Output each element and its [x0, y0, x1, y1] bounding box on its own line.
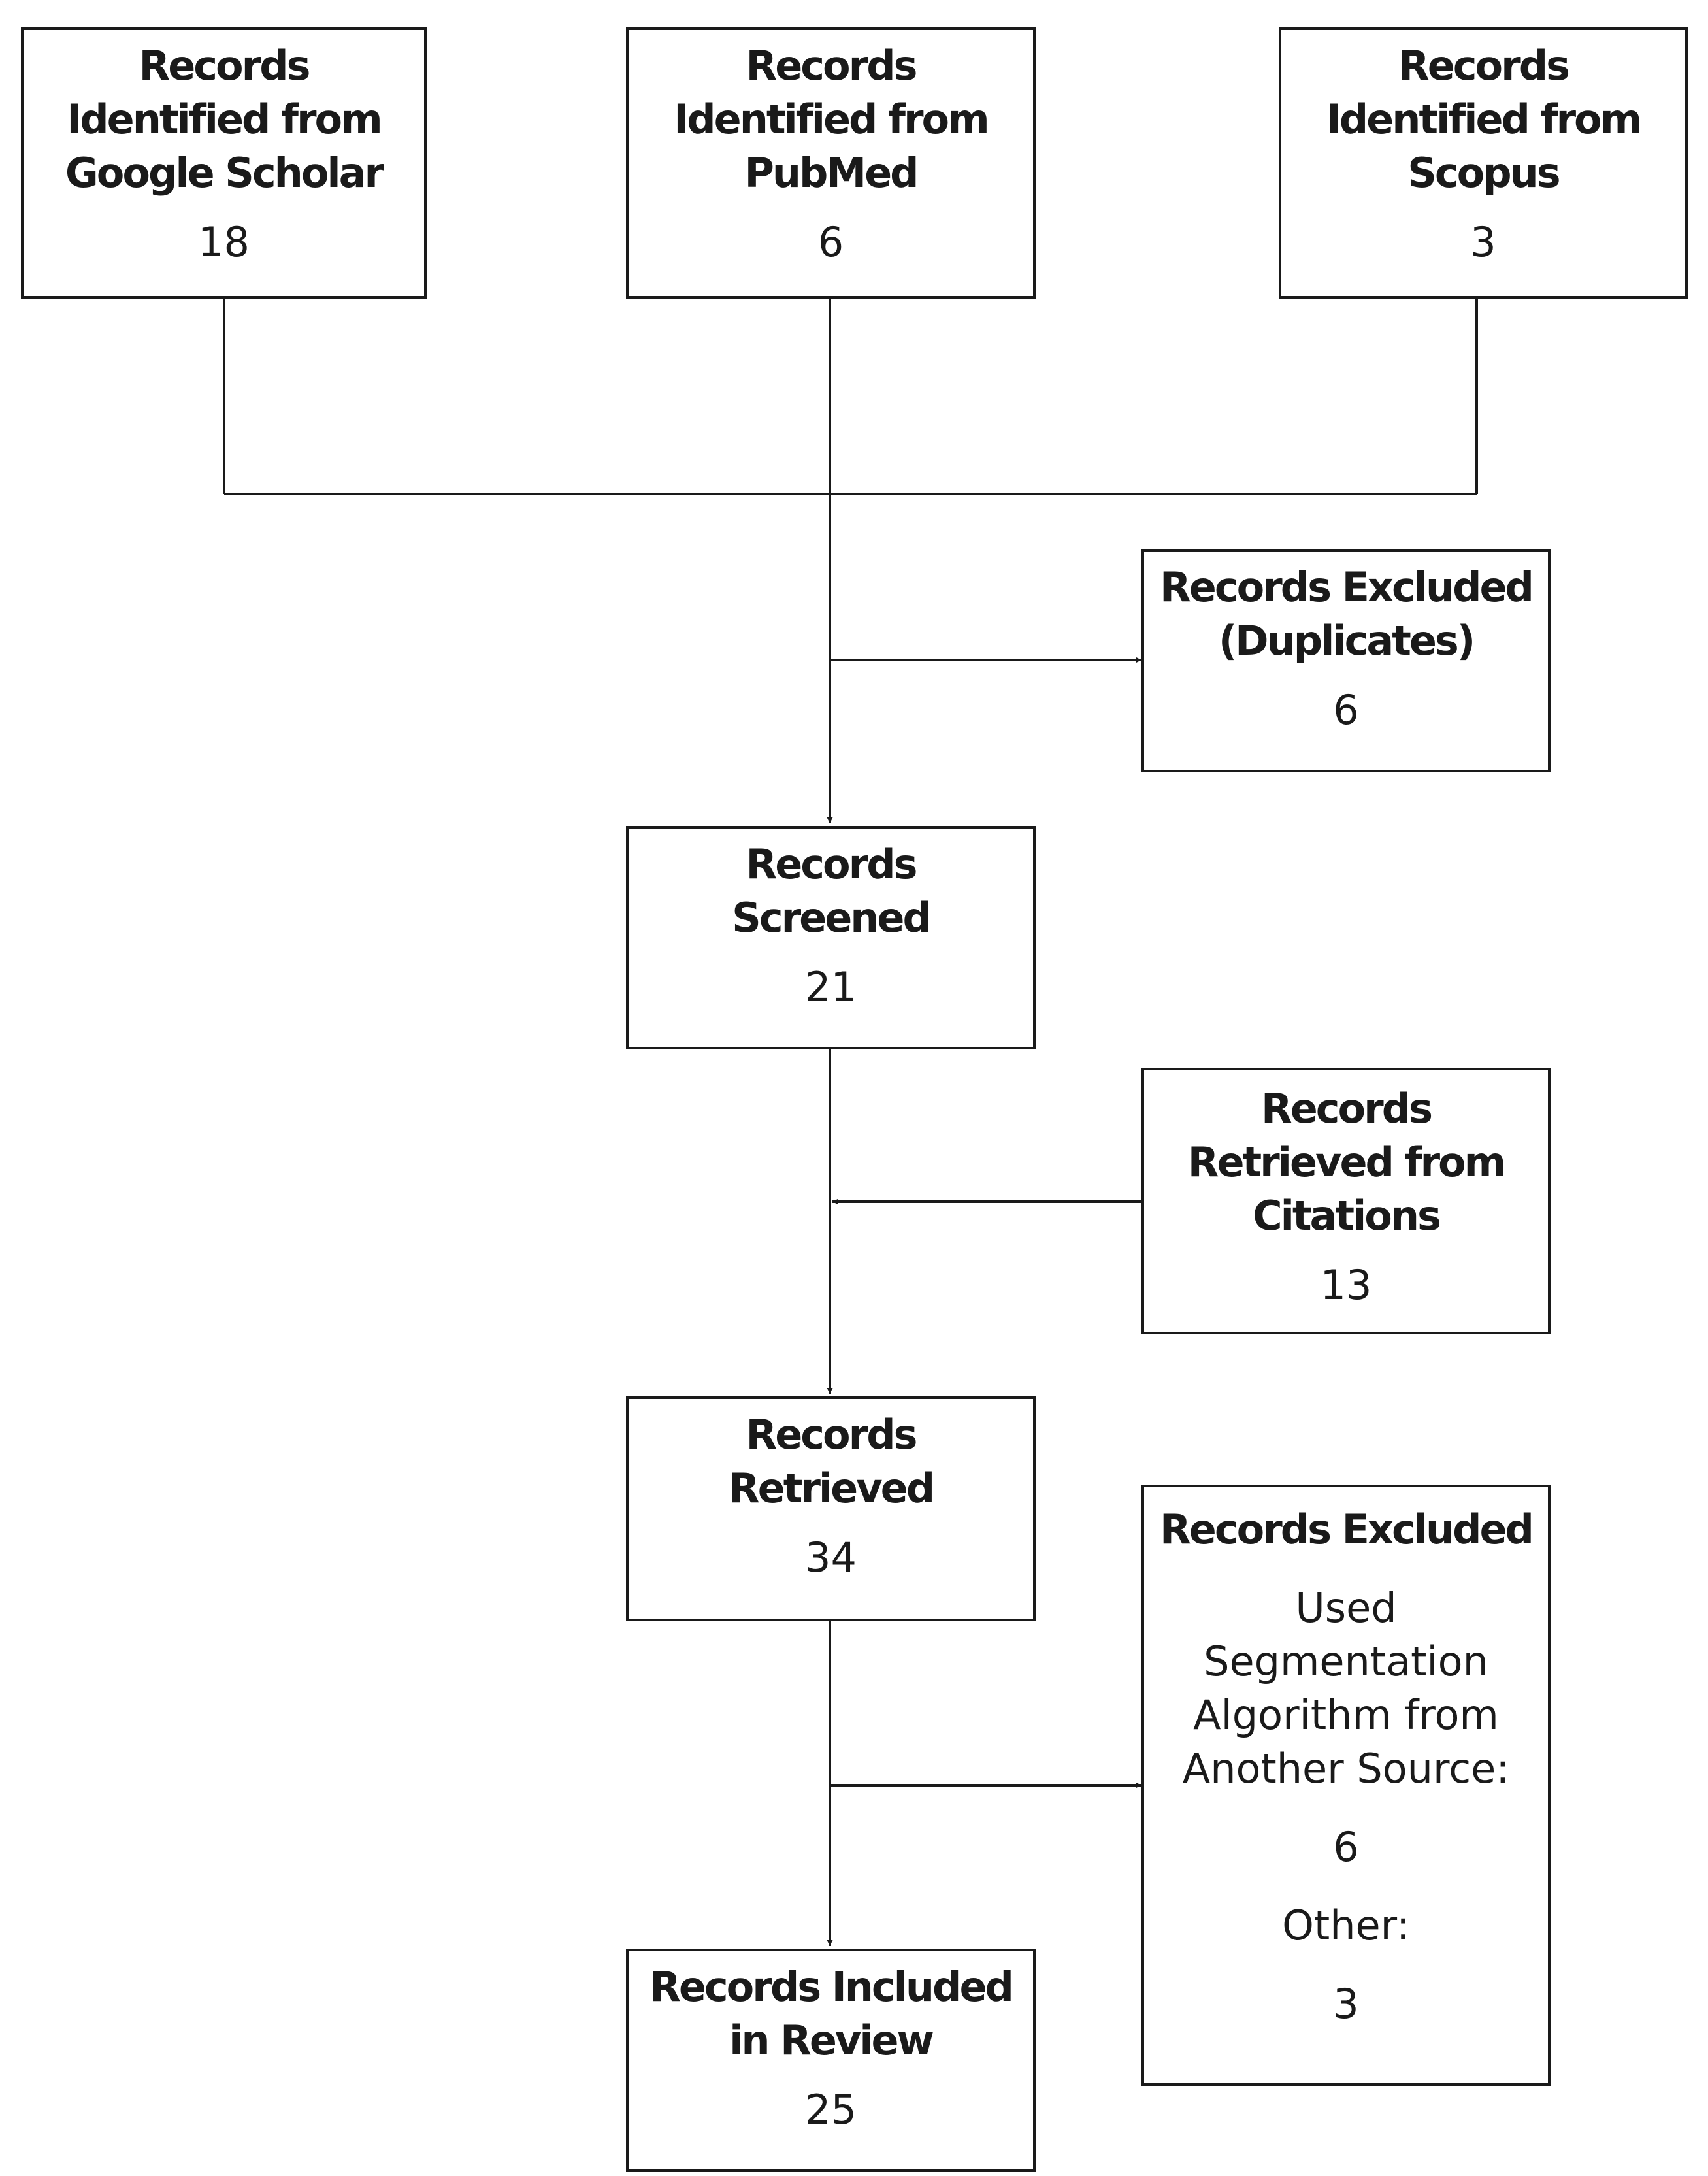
box-google-scholar-title: Records Identified from Google Scholar	[65, 42, 384, 197]
box-pubmed: Records Identified from PubMed 6	[626, 27, 1036, 299]
box-screened-count: 21	[805, 963, 857, 1011]
box-duplicates-count: 6	[1333, 686, 1359, 734]
box-pubmed-title: Records Identified from PubMed	[674, 42, 990, 197]
box-citations-count: 13	[1320, 1261, 1372, 1309]
excluded-reason-segmentation-count: 6	[1333, 1823, 1359, 1871]
box-included-count: 25	[805, 2086, 857, 2134]
box-records-included: Records Included in Review 25	[626, 1949, 1036, 2172]
box-citations-retrieved: Records Retrieved from Citations 13	[1141, 1068, 1551, 1334]
box-records-screened: Records Screened 21	[626, 826, 1036, 1049]
box-google-scholar: Records Identified from Google Scholar 1…	[21, 27, 427, 299]
box-pubmed-count: 6	[817, 218, 844, 266]
excluded-reason-other-label: Other:	[1282, 1902, 1410, 1949]
box-retrieved-title: Records Retrieved	[728, 1411, 935, 1512]
box-records-retrieved: Records Retrieved 34	[626, 1396, 1036, 1621]
box-retrieved-count: 34	[805, 1534, 857, 1581]
box-scopus-title: Records Identified from Scopus	[1326, 42, 1643, 197]
box-included-title: Records Included in Review	[649, 1963, 1014, 2064]
box-duplicates-excluded: Records Excluded (Duplicates) 6	[1141, 549, 1551, 772]
box-google-scholar-count: 18	[198, 218, 250, 266]
box-citations-title: Records Retrieved from Citations	[1187, 1085, 1506, 1240]
excluded-reason-other-count: 3	[1333, 1980, 1359, 2028]
box-screened-title: Records Screened	[732, 840, 932, 942]
box-scopus: Records Identified from Scopus 3	[1279, 27, 1688, 299]
excluded-reason-segmentation-label: Used Segmentation Algorithm from Another…	[1182, 1584, 1510, 1792]
box-excluded-title: Records Excluded	[1160, 1506, 1534, 1553]
box-duplicates-title: Records Excluded (Duplicates)	[1160, 563, 1534, 665]
box-scopus-count: 3	[1470, 218, 1496, 266]
box-records-excluded: Records Excluded Used Segmentation Algor…	[1141, 1485, 1551, 2086]
